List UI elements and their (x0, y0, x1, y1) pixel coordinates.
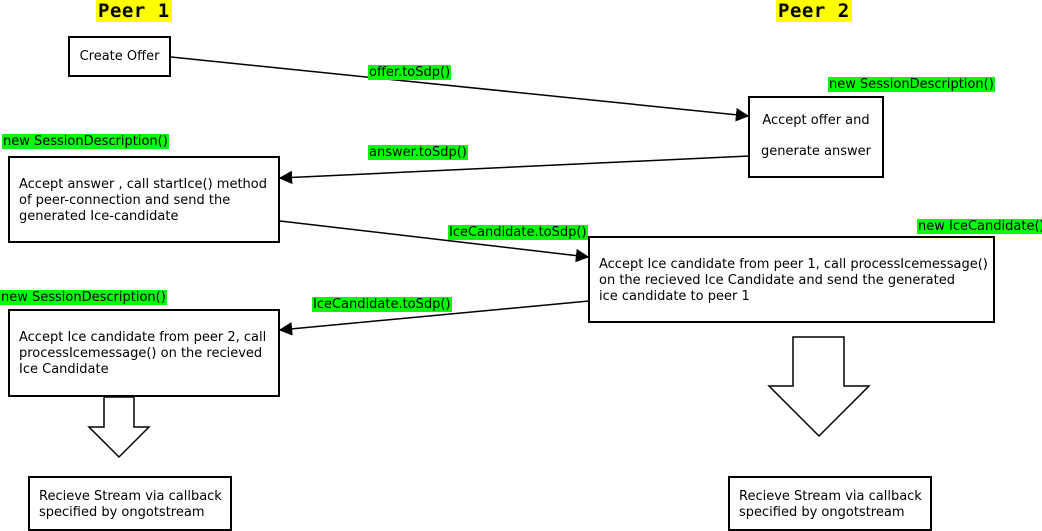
down-block-arrow-left (87, 396, 151, 459)
offer-label: offer.toSdp() (368, 65, 452, 80)
accept-answer-line-1: Accept answer , call startIce() method (19, 177, 267, 192)
down-block-arrow-right (767, 336, 871, 438)
session-description-label-peer1-bottom: new SessionDescription() (0, 290, 167, 305)
accept-ice-peer2-line-2: processIcemessage() on the recieved (19, 346, 263, 361)
accept-offer-line-2: generate answer (761, 144, 871, 159)
accept-ice-peer2-line-1: Accept Ice candidate from peer 2, call (19, 330, 267, 345)
answer-label: answer.toSdp() (368, 145, 468, 160)
receive-stream-left-box: Recieve Stream via callback specified by… (28, 476, 232, 531)
accept-ice-peer1-line-1: Accept Ice candidate from peer 1, call p… (599, 257, 988, 272)
accept-ice-peer1-line-3: ice candidate to peer 1 (599, 289, 750, 304)
create-offer-box: Create Offer (68, 36, 171, 77)
session-description-label-peer2: new SessionDescription() (828, 77, 995, 92)
peer1-header: Peer 1 (96, 0, 172, 22)
ice-candidate-label-2: IceCandidate.toSdp() (312, 297, 452, 312)
accept-ice-peer1-box: Accept Ice candidate from peer 1, call p… (588, 236, 995, 323)
ice-candidate-label-1: IceCandidate.toSdp() (448, 225, 588, 240)
receive-stream-right-box: Recieve Stream via callback specified by… (728, 476, 932, 531)
accept-answer-line-2: of peer-connection and send the (19, 193, 231, 208)
stream-left-line-1: Recieve Stream via callback (39, 489, 222, 504)
accept-answer-line-3: generated Ice-candidate (19, 209, 179, 224)
accept-offer-box: Accept offer and generate answer (748, 96, 884, 178)
stream-right-line-1: Recieve Stream via callback (739, 489, 922, 504)
new-ice-candidate-label: new IceCandidate() (917, 219, 1042, 234)
accept-ice-peer2-line-3: Ice Candidate (19, 362, 109, 377)
create-offer-text: Create Offer (79, 49, 160, 64)
accept-offer-line-1: Accept offer and (762, 113, 870, 128)
peer2-header: Peer 2 (776, 0, 852, 22)
offer-arrow (170, 56, 750, 122)
session-description-label-peer1-top: new SessionDescription() (2, 134, 169, 149)
stream-right-line-2: specified by ongotstream (739, 505, 905, 520)
accept-ice-peer2-box: Accept Ice candidate from peer 2, call p… (8, 309, 280, 397)
accept-answer-box: Accept answer , call startIce() method o… (8, 156, 280, 243)
answer-arrow (278, 155, 750, 185)
ice-to-peer2-arrow (279, 220, 590, 263)
accept-ice-peer1-line-2: on the recieved Ice Candidate and send t… (599, 273, 955, 288)
stream-left-line-2: specified by ongotstream (39, 505, 205, 520)
ice-to-peer1-arrow (278, 300, 590, 336)
